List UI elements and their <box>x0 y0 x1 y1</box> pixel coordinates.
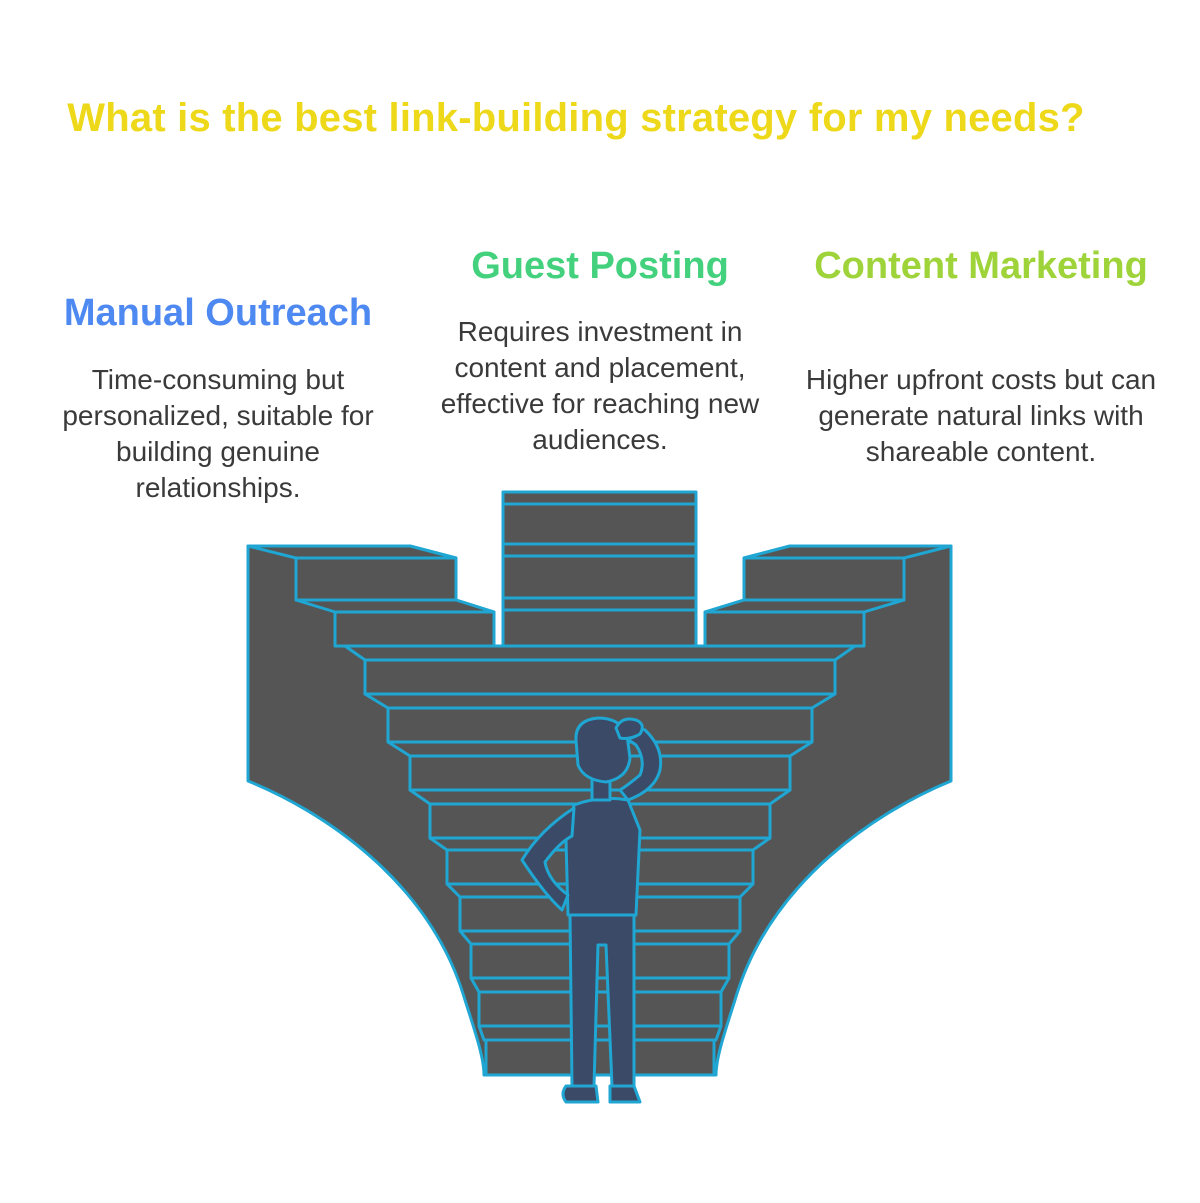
center-step <box>484 1038 716 1077</box>
page-title: What is the best link-building strategy … <box>67 96 1085 140</box>
right-step-2 <box>703 610 866 648</box>
thinking-person-icon <box>520 716 663 1104</box>
center-tower <box>501 490 698 648</box>
option-description-guest-posting: Requires investment in content and place… <box>440 316 760 455</box>
center-step <box>469 942 731 980</box>
option-description-content-marketing: Higher upfront costs but can generate na… <box>805 364 1157 467</box>
center-step <box>477 990 723 1028</box>
left-step-2-top <box>294 598 496 614</box>
option-title-content-marketing: Content Marketing <box>814 245 1148 287</box>
right-step-1 <box>742 556 906 602</box>
left-step-2 <box>333 610 496 648</box>
left-step-1 <box>294 556 458 602</box>
right-step-2-top <box>703 598 906 614</box>
option-title-manual-outreach: Manual Outreach <box>63 292 373 334</box>
option-title-guest-posting: Guest Posting <box>471 245 729 287</box>
center-step <box>363 658 837 696</box>
option-description-manual-outreach: Time-consuming but personalized, suitabl… <box>62 364 374 503</box>
